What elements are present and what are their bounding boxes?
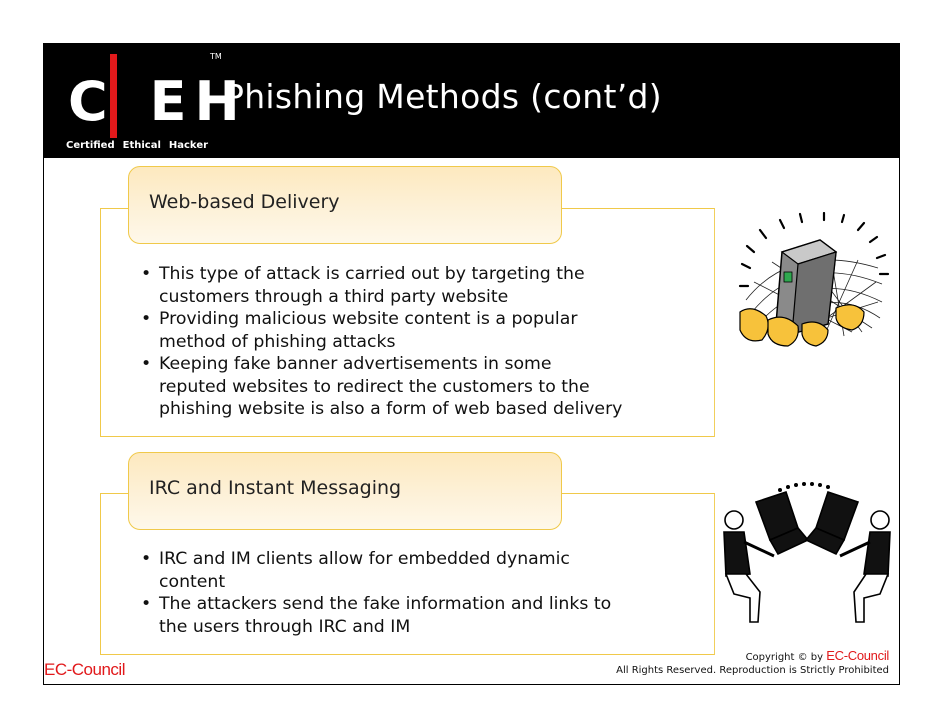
two-users-chatting-icon bbox=[723, 482, 891, 623]
logo-tagline-ethical: Ethical bbox=[122, 140, 161, 151]
irc-im-bullets: IRC and IM clients allow for embedded dy… bbox=[141, 548, 611, 638]
logo-letter-e: E bbox=[149, 70, 189, 133]
logo-trademark: TM bbox=[210, 52, 222, 61]
logo-red-bar bbox=[110, 54, 117, 138]
bullet-item: Providing malicious website content is a… bbox=[141, 308, 622, 353]
copyright-line: Copyright © by EC-Council bbox=[616, 648, 890, 663]
footer-copyright: Copyright © by EC-Council All Rights Res… bbox=[616, 648, 889, 676]
copyright-brand: EC-Council bbox=[826, 648, 889, 663]
logo-tagline: Certified Ethical Hacker bbox=[66, 140, 216, 151]
web-delivery-heading: Web-based Delivery bbox=[128, 166, 562, 244]
bullet-item: IRC and IM clients allow for embedded dy… bbox=[141, 548, 611, 593]
server-caught-in-web-icon bbox=[738, 212, 890, 347]
web-delivery-bullets: This type of attack is carried out by ta… bbox=[141, 263, 622, 421]
logo-tagline-certified: Certified bbox=[66, 140, 115, 151]
bullet-item: Keeping fake banner advertisements in so… bbox=[141, 353, 622, 421]
logo-tagline-hacker: Hacker bbox=[168, 140, 209, 151]
irc-im-heading: IRC and Instant Messaging bbox=[128, 452, 562, 530]
logo-letter-h: H bbox=[194, 70, 242, 133]
bullet-item: This type of attack is carried out by ta… bbox=[141, 263, 622, 308]
rights-notice: All Rights Reserved. Reproduction is Str… bbox=[616, 665, 889, 676]
slide-title: Phishing Methods (cont’d) bbox=[224, 77, 662, 116]
logo-letter-c: C bbox=[68, 70, 110, 133]
copyright-prefix: Copyright © by bbox=[745, 652, 824, 663]
footer-brand: EC-Council bbox=[44, 660, 125, 679]
bullet-item: The attackers send the fake information … bbox=[141, 593, 611, 638]
